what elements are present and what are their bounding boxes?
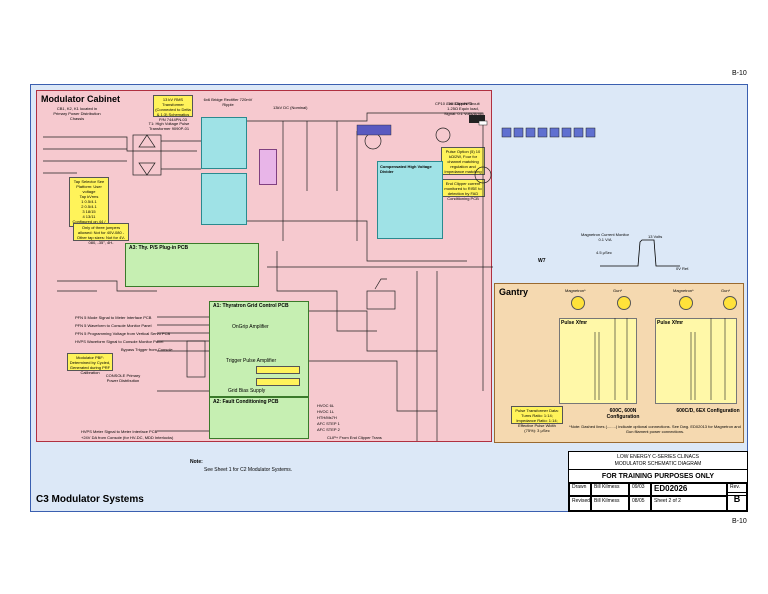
dc-input-label: +24V DA from Console (for HV-DC, MDD Int… bbox=[81, 435, 174, 440]
fault-pcb-title: A2: Fault Conditioning PCB bbox=[213, 399, 279, 405]
pfn-label: PFN 5 Mode Signal to Meter Interface PCB bbox=[75, 315, 152, 320]
thyratron-grid-pcb: A1: Thyratron Grid Control PCB OnGrip Am… bbox=[209, 301, 309, 397]
magnetron-label-left: Magnetron* bbox=[565, 288, 586, 293]
hvps-label: HVPS Meter Signal to Meter Interface PCB bbox=[81, 429, 158, 434]
fault-conditioning-pcb: A2: Fault Conditioning PCB bbox=[209, 397, 309, 439]
thy-ps-pcb: A3: Thy. P/S Plug-in PCB bbox=[125, 243, 259, 287]
bridge-label: 6x6 Bridge Rectifier 720mV Ripple bbox=[203, 97, 253, 107]
config-left-label: 600C, 600N Configuration bbox=[606, 408, 640, 420]
title-line-1: LOW ENERGY C-SERIES CLINACS bbox=[617, 454, 699, 460]
magnetron-icon bbox=[679, 296, 693, 310]
ongrip-amplifier-label: OnGrip Amplifier bbox=[232, 324, 269, 330]
gun-label-right: Gun* bbox=[721, 288, 731, 293]
pfn-label: PFN 5 Programming Voltage from Vertical … bbox=[75, 331, 171, 336]
tap-row: 3 18/15 bbox=[82, 209, 96, 214]
note-text: See Sheet 1 for C2 Modulator Systems. bbox=[204, 467, 293, 473]
page-number-bottom: B-10 bbox=[732, 518, 747, 525]
thyratron-grid-pcb-title: A1: Thyratron Grid Control PCB bbox=[213, 303, 289, 309]
pulse-transformer-right: Pulse Xfmr bbox=[655, 318, 737, 404]
trigger-amplifier-label: Trigger Pulse Amplifier bbox=[226, 358, 277, 364]
gantry-wiring bbox=[594, 318, 726, 400]
rev-value: B bbox=[727, 492, 747, 511]
modulator-cabinet-title: Modulator Cabinet bbox=[41, 94, 120, 104]
gantry-note: *Note: Dashed lines (........) indicate … bbox=[569, 424, 741, 434]
sheet-number: Sheet 2 of 2 bbox=[651, 496, 727, 511]
magnetron-label-right: Magnetron* bbox=[673, 288, 694, 293]
title-line-2: MODULATOR SCHEMATIC DIAGRAM bbox=[614, 461, 702, 467]
fault-output: HVOC 6L bbox=[317, 403, 335, 408]
tap-selector-title: Tap Selector See Platform: User voltage bbox=[73, 179, 105, 194]
footer-title: C3 Modulator Systems bbox=[36, 494, 144, 505]
console-label: CONSOLE Primary Power Distribution bbox=[105, 373, 141, 383]
gun-icon bbox=[617, 296, 631, 310]
waveform-ref-label: 0V Ref. bbox=[676, 266, 690, 271]
gun-label-left: Gun* bbox=[613, 288, 623, 293]
training-banner: FOR TRAINING PURPOSES ONLY bbox=[569, 469, 747, 484]
tap-row: Tap kVrms bbox=[79, 194, 99, 199]
pfn-label: HVPS Waveform Signal to Console Monitor … bbox=[75, 339, 164, 344]
title-block: LOW ENERGY C-SERIES CLINACS MODULATOR SC… bbox=[568, 451, 748, 512]
note-title: Note: bbox=[190, 459, 203, 465]
cpu-label: CP10 - 20 33kV/NP5 bbox=[435, 101, 473, 106]
drawn-date: 09/03 bbox=[629, 482, 651, 496]
dc-nominal-label: 13kV DC (Nominal) bbox=[273, 105, 308, 110]
clipper-fault-label: CLIP+ From End Clipper Trans bbox=[327, 435, 382, 440]
pfn-label: Bypass Trigger from Console bbox=[121, 347, 173, 352]
fault-output: AFC STEP 2 bbox=[317, 427, 340, 432]
config-right-label: 600C/D, 6EX Configuration bbox=[676, 408, 740, 414]
filter-capacitor bbox=[259, 149, 277, 185]
jumper-note: Only of three jumpers allowed: Not for 4… bbox=[73, 223, 129, 245]
revised-by: Bill Kilmess bbox=[591, 496, 629, 511]
modulator-pbf-note: Modulator PBF: Determined by Cycled, Gen… bbox=[67, 353, 113, 375]
fault-output: HVOC 1L bbox=[317, 409, 335, 414]
bias-note bbox=[256, 378, 300, 386]
pfn-label: PFN 5 Waveform to Console Monitor Panel bbox=[75, 323, 152, 328]
drawn-label: Drawn bbox=[569, 482, 591, 496]
waveform-width-label: 4.5 μSec bbox=[596, 250, 612, 255]
tap-row: 2 0.5/4.1 bbox=[81, 204, 97, 209]
drawn-by: Bill Kilmess bbox=[591, 482, 629, 496]
bridge-rectifier-upper bbox=[201, 117, 247, 169]
revised-label: Revised bbox=[569, 496, 591, 511]
gantry-region: Gantry Magnetron* Gun* Magnetron* Gun* P… bbox=[494, 283, 744, 443]
gantry-title: Gantry bbox=[499, 287, 529, 297]
fault-output: AFC STEP 1 bbox=[317, 421, 340, 426]
pulse-xfmr-label-right: Pulse Xfmr bbox=[657, 320, 684, 326]
revised-date: 08/05 bbox=[629, 496, 651, 511]
drawing-number: ED02026 bbox=[651, 482, 727, 496]
bridge-rectifier-lower bbox=[201, 173, 247, 225]
cb-note: CB1, K2, K1 located in Primary Power Dis… bbox=[53, 106, 101, 121]
transformer-label: T1: High Voltage Pulse Transformer 9090P… bbox=[148, 121, 190, 131]
trigger-note bbox=[256, 366, 300, 374]
grid-bias-label: Grid Bias Supply bbox=[228, 388, 266, 394]
rev-label: Rev. bbox=[727, 482, 747, 496]
pulse-waveform bbox=[600, 239, 680, 267]
compensated-divider: Compensated High Voltage Divider bbox=[377, 161, 443, 239]
fault-output: HTH/Ms7H bbox=[317, 415, 337, 420]
transformer-note: 13 kV RMS Transformer (Connected to Delt… bbox=[153, 95, 193, 122]
modulator-cabinet-region: Modulator Cabinet CB1, K2, K1 located in… bbox=[36, 90, 493, 442]
cabinet-wiring bbox=[43, 112, 493, 441]
waveform-top-label: 13 Volts bbox=[648, 234, 663, 239]
pulse-transformer-note: Pulse Transformer Data: Turns Ratio: 1:1… bbox=[511, 406, 563, 433]
magnetron-icon bbox=[571, 296, 585, 310]
gun-icon bbox=[723, 296, 737, 310]
thy-ps-pcb-title: A3: Thy. P/S Plug-in PCB bbox=[129, 245, 189, 251]
pfn-capacitor-bank bbox=[501, 127, 596, 138]
pulse-xfmr-label-left: Pulse Xfmr bbox=[561, 320, 588, 326]
end-clipper-label: End Clipper Circuit 1.25Ω Equiv load, Si… bbox=[443, 101, 483, 116]
pulse-transformer-left: Pulse Xfmr bbox=[559, 318, 637, 404]
spacer bbox=[485, 125, 489, 129]
tap-row: 4 13/11 bbox=[82, 214, 96, 219]
page-number-top: B-10 bbox=[732, 70, 747, 77]
w7-label: W7 bbox=[538, 258, 546, 264]
compensated-divider-title: Compensated High Voltage Divider bbox=[380, 164, 432, 174]
tap-row: 1 0.5/4.1 bbox=[81, 199, 97, 204]
magnetron-current-monitor: Magnetron Current Monitor 0.1 V/A bbox=[580, 232, 630, 242]
